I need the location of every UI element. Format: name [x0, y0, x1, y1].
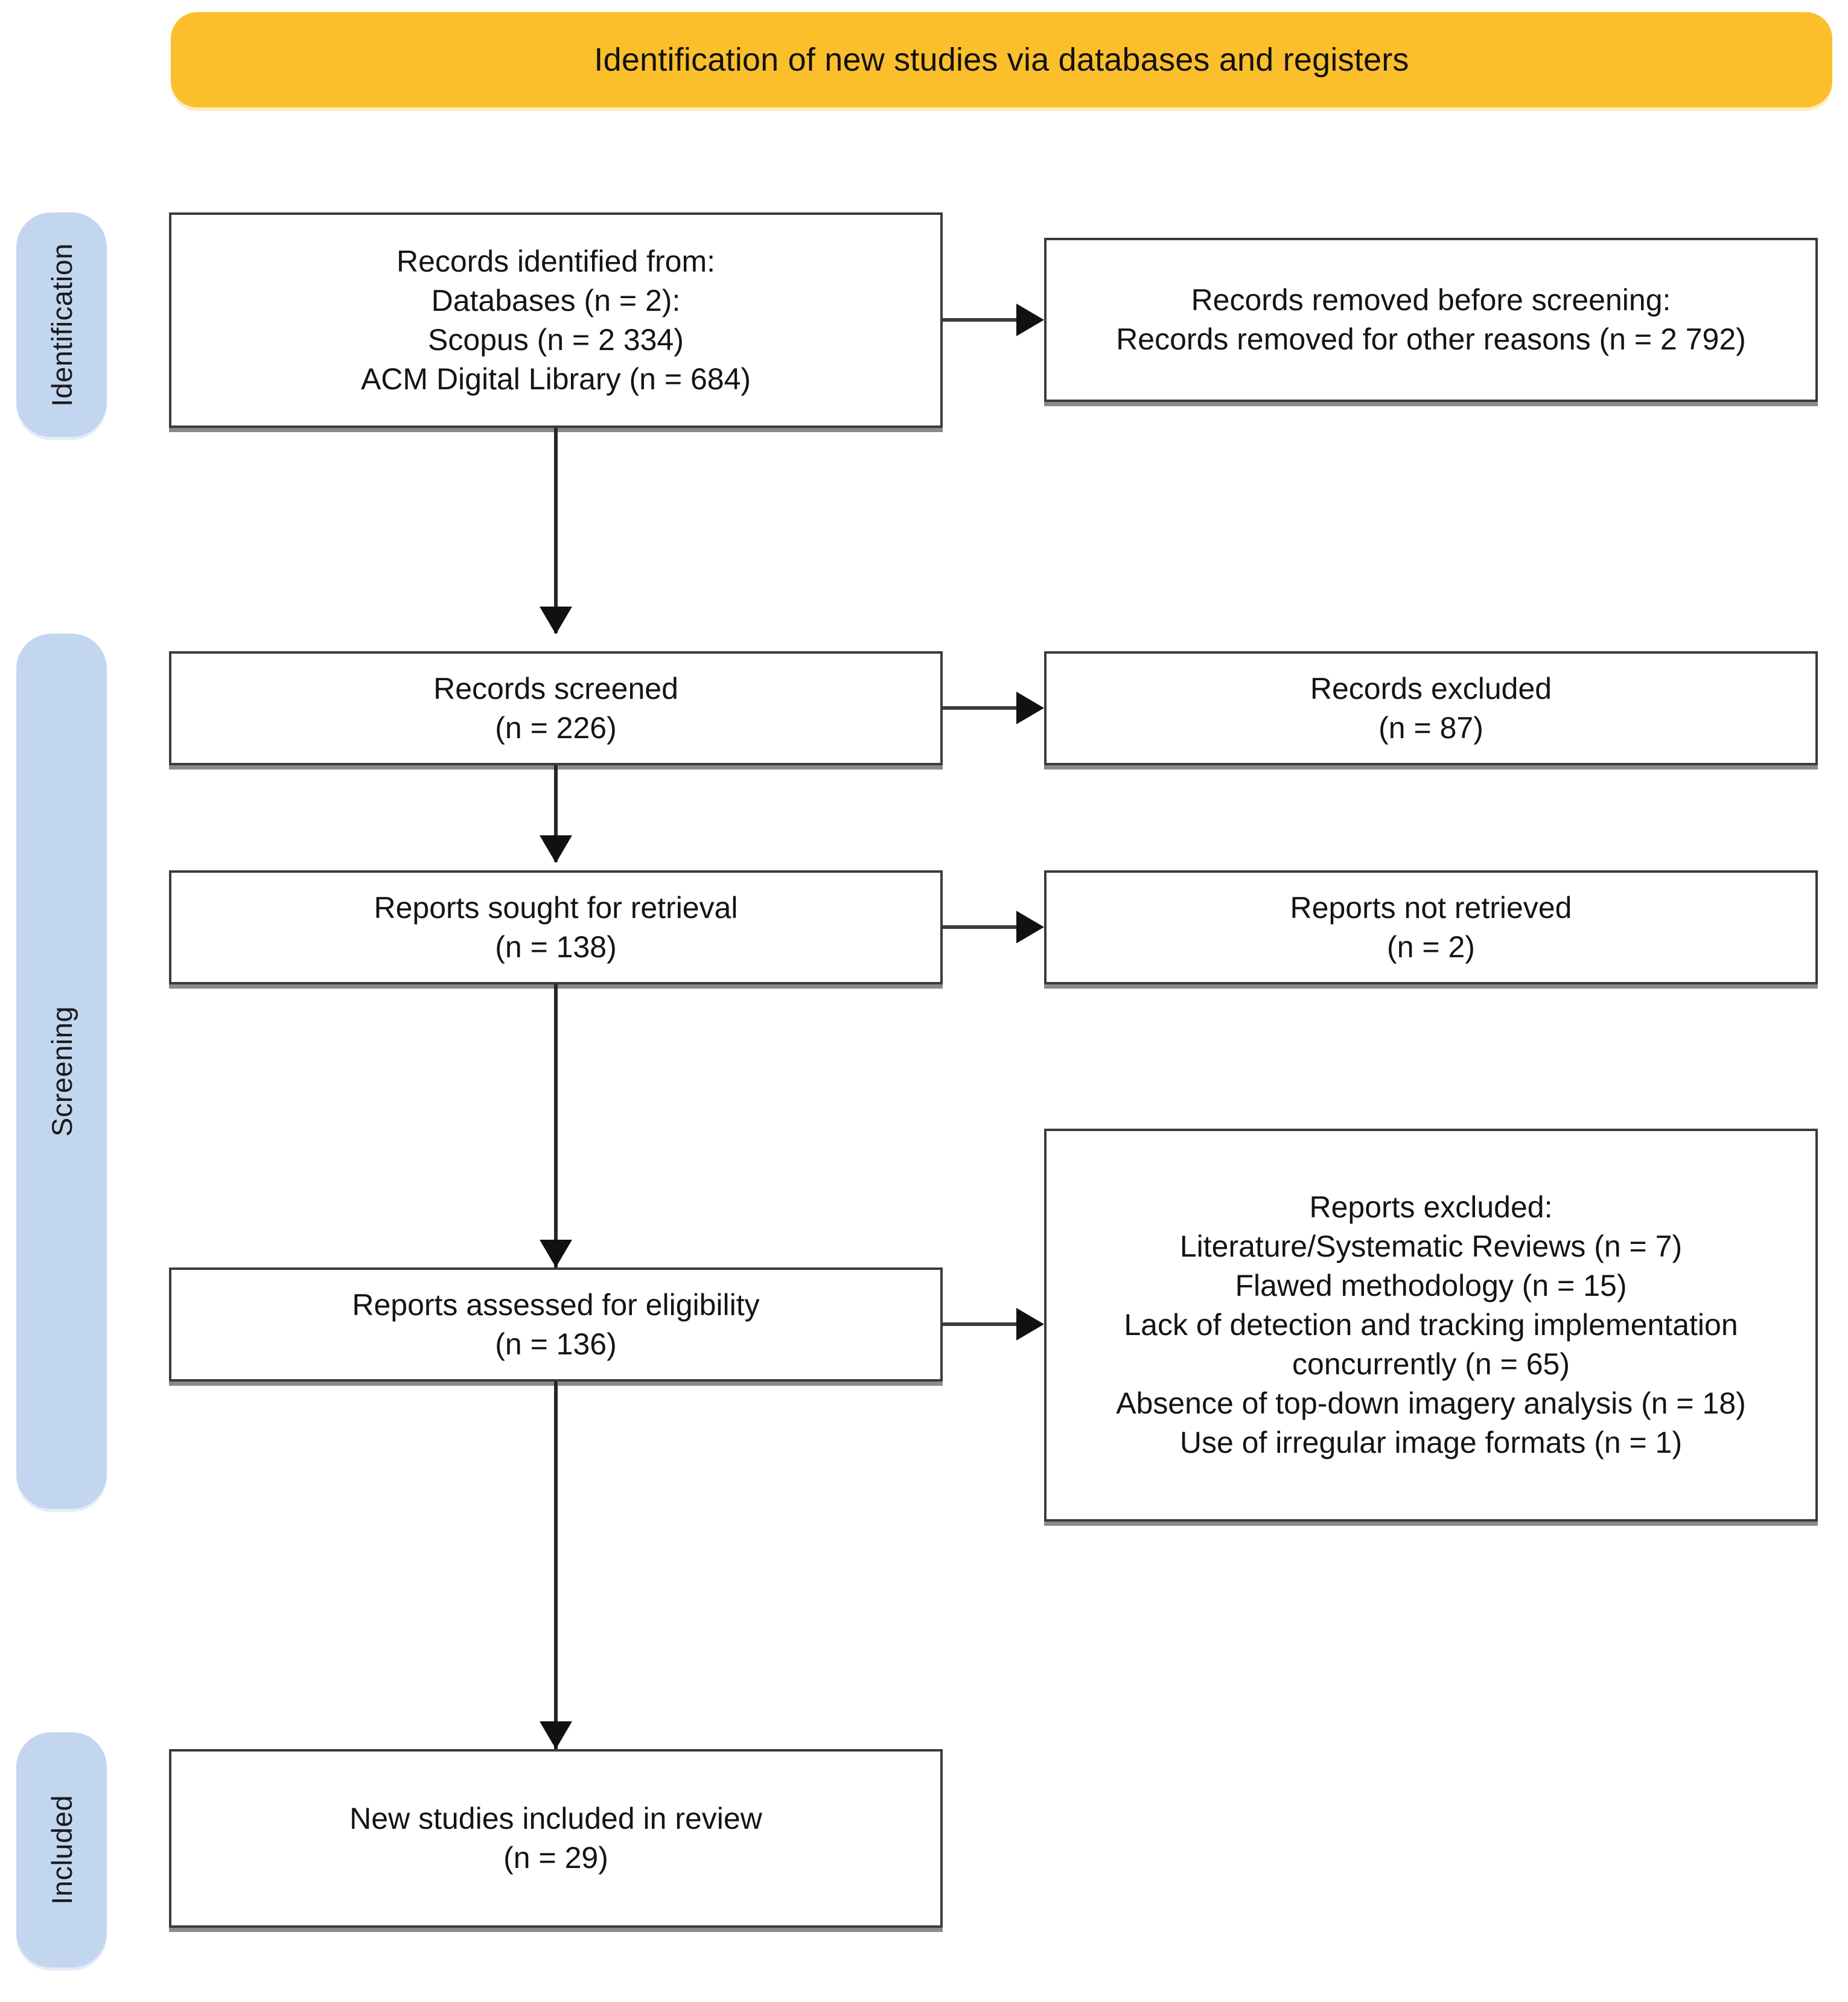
box-records-identified: Records identified from: Databases (n = …	[169, 212, 943, 428]
box-records-screened: Records screened (n = 226)	[169, 651, 943, 765]
box-reports-excluded-text: Reports excluded: Literature/Systematic …	[1116, 1190, 1746, 1459]
arrowhead-identified-to-removed	[1016, 304, 1044, 336]
box-reports-sought-text: Reports sought for retrieval (n = 138)	[374, 890, 738, 964]
diagram-header-banner: Identification of new studies via databa…	[171, 12, 1832, 107]
stage-label-included: Included	[45, 1795, 78, 1905]
box-reports-not-retrieved-text: Reports not retrieved (n = 2)	[1290, 890, 1572, 964]
connector-identified-to-removed	[943, 318, 1021, 322]
connector-assessed-to-included	[554, 1382, 558, 1750]
box-reports-not-retrieved: Reports not retrieved (n = 2)	[1044, 870, 1818, 984]
connector-sought-to-not-retrieved	[943, 925, 1021, 929]
box-reports-sought: Reports sought for retrieval (n = 138)	[169, 870, 943, 984]
box-reports-excluded: Reports excluded: Literature/Systematic …	[1044, 1129, 1818, 1522]
box-reports-assessed: Reports assessed for eligibility (n = 13…	[169, 1267, 943, 1382]
box-new-studies-included: New studies included in review (n = 29)	[169, 1749, 943, 1928]
stage-tab-included: Included	[16, 1732, 107, 1968]
box-reports-assessed-text: Reports assessed for eligibility (n = 13…	[352, 1287, 760, 1361]
connector-screened-to-sought	[554, 765, 558, 862]
stage-tab-screening: Screening	[16, 634, 107, 1509]
diagram-title: Identification of new studies via databa…	[594, 42, 1409, 78]
box-records-identified-text: Records identified from: Databases (n = …	[360, 244, 751, 396]
box-records-excluded-text: Records excluded (n = 87)	[1310, 671, 1552, 745]
stage-label-identification: Identification	[45, 243, 78, 407]
box-new-studies-included-text: New studies included in review (n = 29)	[349, 1802, 762, 1875]
arrowhead-assessed-to-excluded	[1016, 1308, 1044, 1341]
arrowhead-screened-to-excluded	[1016, 692, 1044, 724]
stage-tab-identification: Identification	[16, 212, 107, 437]
connector-assessed-to-excluded	[943, 1322, 1021, 1326]
arrowhead-identified-to-screened	[540, 607, 572, 634]
connector-identified-to-screened	[554, 428, 558, 633]
arrowhead-screened-to-sought	[540, 835, 572, 863]
box-records-excluded: Records excluded (n = 87)	[1044, 651, 1818, 765]
arrowhead-sought-to-not-retrieved	[1016, 911, 1044, 943]
arrowhead-assessed-to-included	[540, 1721, 572, 1749]
stage-label-screening: Screening	[45, 1006, 78, 1137]
connector-screened-to-excluded	[943, 706, 1021, 710]
connector-sought-to-assessed	[554, 984, 558, 1268]
arrowhead-sought-to-assessed	[540, 1240, 572, 1267]
box-records-removed: Records removed before screening: Record…	[1044, 238, 1818, 402]
box-records-screened-text: Records screened (n = 226)	[433, 671, 678, 745]
box-records-removed-text: Records removed before screening: Record…	[1116, 283, 1746, 356]
